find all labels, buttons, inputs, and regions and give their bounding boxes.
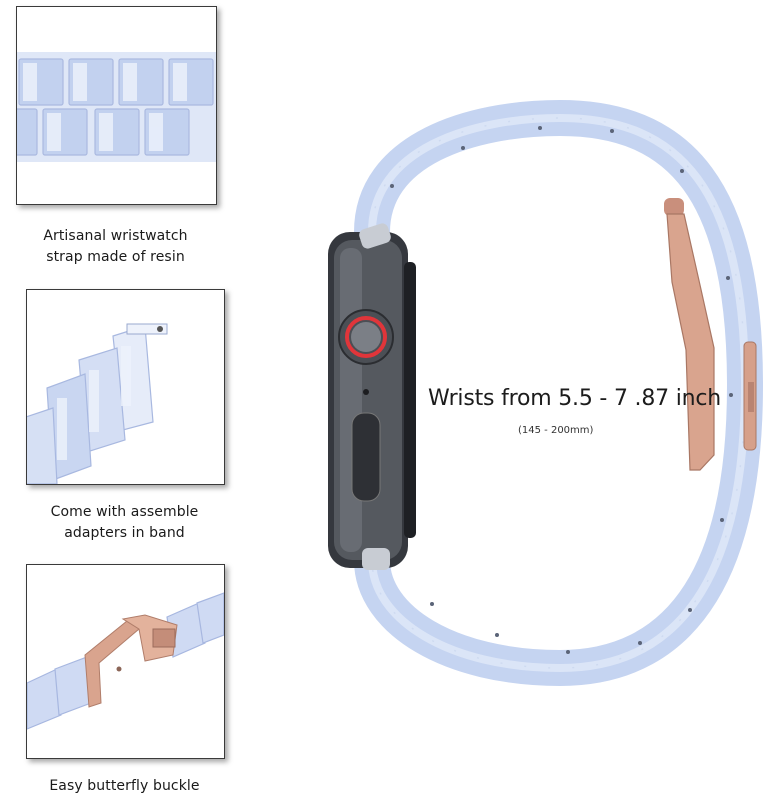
side-button	[351, 412, 381, 502]
resin-link-closeup-icon	[17, 52, 216, 162]
feature-image-resin-links	[16, 6, 217, 205]
buckle	[666, 213, 715, 471]
watch-band-icon	[328, 100, 764, 687]
feature-caption-2: Come with assemble adapters in band	[50, 504, 199, 541]
butterfly-buckle-icon	[27, 592, 224, 730]
feature-image-adapter	[26, 289, 225, 485]
feature-caption-3: Easy butterfly buckle	[49, 778, 200, 794]
wrist-size-headline: Wrists from 5.5 - 7 .87 inch	[428, 386, 722, 411]
wrist-size-mm: (145 - 200mm)	[518, 425, 594, 436]
adapter-pin-icon	[27, 323, 168, 484]
feature-caption-1: Artisanal wristwatch strap made of resin	[43, 228, 188, 265]
feature-image-buckle	[26, 564, 225, 759]
watch-band-illustration	[300, 100, 783, 800]
